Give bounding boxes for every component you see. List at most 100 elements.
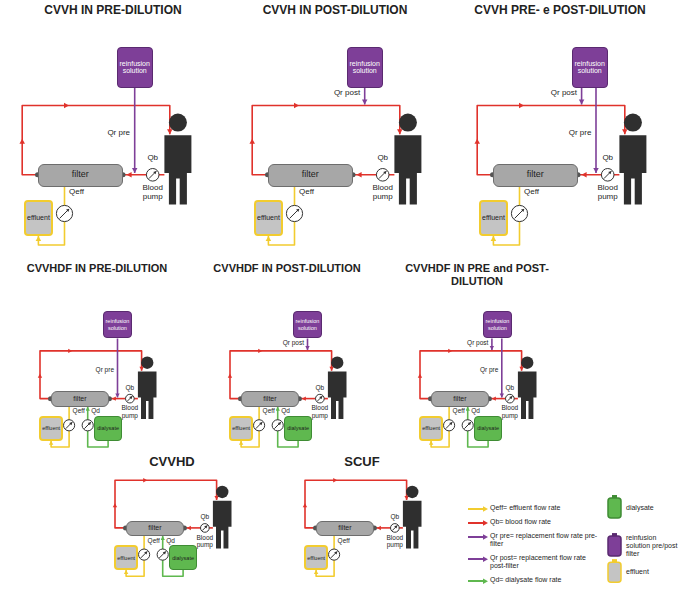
arrow-head xyxy=(127,172,132,178)
circuit-lines xyxy=(19,88,627,531)
arrow-head xyxy=(474,139,480,144)
panel-title: CVVHDF IN PRE-DILUTION xyxy=(5,262,190,275)
pump-rotor xyxy=(202,526,207,531)
panel-title: CVVH IN PRE-DILUTION xyxy=(3,4,223,18)
pump-arrow xyxy=(88,422,91,425)
flow-label: Qd xyxy=(165,537,176,544)
effluent-pump xyxy=(64,420,75,431)
node-label: filter xyxy=(148,524,161,532)
pump-label: Blood pump xyxy=(501,404,520,419)
pump-arrow xyxy=(153,171,156,174)
flow-label: Qb xyxy=(146,153,159,162)
patient-head xyxy=(521,356,533,368)
flow-label: Qeff xyxy=(337,537,351,544)
panel-title: CVVHDF IN PRE and POST-DILUTION xyxy=(385,262,570,287)
node-label: reinfusion solution xyxy=(575,60,605,75)
arrow-head xyxy=(500,393,504,397)
legend-text: effluent xyxy=(626,568,682,576)
filter-box: filter xyxy=(38,164,124,187)
arrow-head xyxy=(266,236,272,241)
arrow-head xyxy=(187,526,191,530)
arrow-head xyxy=(582,172,587,178)
flow-label: Qr post xyxy=(466,339,489,346)
arrow-head xyxy=(132,168,138,173)
effluent-bag: effluent xyxy=(114,545,138,570)
arrow-head xyxy=(294,103,299,109)
patient-head xyxy=(406,486,418,498)
arrow-head xyxy=(305,346,309,350)
patient-body xyxy=(394,135,421,204)
legend-line-swatch xyxy=(468,536,484,538)
patient-head xyxy=(399,114,417,132)
patient-body xyxy=(619,135,646,204)
blood-pump xyxy=(601,169,614,182)
node-label: dialysate xyxy=(172,555,194,561)
flow-label: Qr pre xyxy=(568,128,593,137)
node-label: filter xyxy=(263,395,276,403)
pump-arrow xyxy=(129,396,132,399)
flow-label: Qeff xyxy=(147,537,161,544)
arrow-head xyxy=(490,346,494,350)
pump-rotor xyxy=(274,422,280,428)
flow-label: Qeff xyxy=(452,407,466,414)
dialysate-pump xyxy=(82,420,93,431)
pump-label: Blood pump xyxy=(372,183,394,201)
pump-rotor xyxy=(60,209,69,218)
node-label: reinfusion solution xyxy=(486,318,510,330)
reinfusion-bag: reinfusion solution xyxy=(293,311,323,339)
flow-label: Qb xyxy=(315,384,326,391)
filter-box: filter xyxy=(241,391,300,407)
arrow-head xyxy=(49,441,53,445)
filter-box: filter xyxy=(51,391,110,407)
connectors xyxy=(36,187,520,577)
legend-line-swatch xyxy=(468,558,484,560)
flow-label: Qr pre xyxy=(106,128,131,137)
node-label: filter xyxy=(73,395,86,403)
filter-box: filter xyxy=(268,164,354,187)
arrow-head xyxy=(258,349,262,353)
arrow-head xyxy=(593,168,599,173)
flow-label: Qb xyxy=(376,153,389,162)
pump-label: Blood pump xyxy=(311,404,330,419)
patient-head xyxy=(624,114,642,132)
pump-arrow xyxy=(296,209,299,212)
legend-text: Qr post= replacement flow rate post-filt… xyxy=(490,554,602,570)
replacement-line xyxy=(501,339,503,398)
node-label: dialysate xyxy=(477,425,499,431)
pump-arrow xyxy=(383,171,386,174)
pump-arrow xyxy=(509,396,512,399)
reinfusion-bag: reinfusion solution xyxy=(483,311,513,339)
flow-label: Qr post xyxy=(550,88,578,97)
filter-box: filter xyxy=(126,521,185,537)
legend-bag-icon xyxy=(608,498,621,518)
flow-label: Qeff xyxy=(72,407,86,414)
arrow-head xyxy=(112,396,116,400)
pump-rotor xyxy=(127,396,132,401)
node-label: effluent xyxy=(482,214,505,222)
blood-pump xyxy=(506,394,515,403)
effluent-pump xyxy=(329,549,340,560)
pump-rotor xyxy=(464,422,470,428)
panel-title: CVVH PRE- e POST-DILUTION xyxy=(455,4,665,18)
dialysate-bag: dialysate xyxy=(169,545,197,570)
flow-label: Qr post xyxy=(333,88,361,97)
pump-arrow xyxy=(394,525,397,528)
pump-rotor xyxy=(379,171,386,178)
dialysate-bag: dialysate xyxy=(284,416,312,441)
legend-line-swatch xyxy=(468,508,484,510)
pump-rotor xyxy=(84,422,90,428)
pump-rotor xyxy=(392,526,397,531)
replacement-line xyxy=(595,88,597,174)
arrow-head xyxy=(519,103,524,109)
effluent-bag: effluent xyxy=(419,416,443,441)
blood-pump xyxy=(146,169,159,182)
flow-label: Qb xyxy=(125,384,136,391)
effluent-bag: effluent xyxy=(254,200,283,236)
pump-arrow xyxy=(449,422,452,425)
pump-rotor xyxy=(507,396,512,401)
pump-arrow xyxy=(334,551,337,554)
pump-arrow xyxy=(204,525,207,528)
node-label: filter xyxy=(338,524,351,532)
patient-body xyxy=(403,501,422,549)
panel-title: SCUF xyxy=(302,455,422,470)
